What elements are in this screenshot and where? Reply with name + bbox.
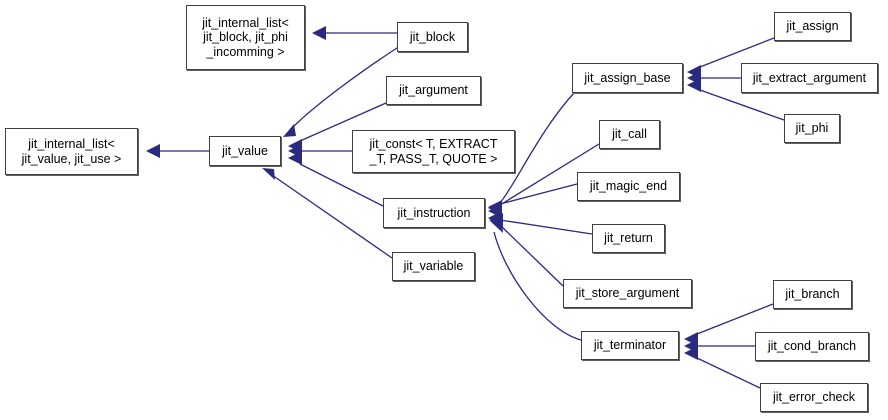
class-node-jit_branch[interactable]: jit_branch [773, 280, 852, 309]
edge-jit_error_check-to-jit_terminator [696, 357, 761, 389]
class-node-jit_argument[interactable]: jit_argument [386, 76, 481, 105]
class-node-label: jit_instruction [397, 205, 471, 220]
class-node-label: jit_cond_branch [767, 339, 857, 354]
class-node-jit_value[interactable]: jit_value [209, 136, 281, 166]
arrowhead-jit_instruction [490, 221, 503, 233]
edge-jit_store_argument-to-jit_instruction [499, 224, 564, 287]
edge-jit_phi-to-jit_assign_base [699, 89, 785, 121]
class-node-label: jit_const< T, EXTRACT _T, PASS_T, QUOTE … [369, 137, 498, 166]
arrowhead-jit_value [262, 168, 275, 180]
class-node-jit_variable[interactable]: jit_variable [392, 252, 475, 281]
class-node-label: jit_argument [399, 83, 468, 98]
class-node-jit_store_argument[interactable]: jit_store_argument [563, 279, 692, 308]
edge-jit_instruction-to-jit_value [299, 163, 384, 207]
class-node-jit_instruction[interactable]: jit_instruction [383, 198, 485, 228]
edge-jit_block-to-jit_value [291, 45, 401, 129]
edge-jit_assign-to-jit_assign_base [699, 37, 775, 68]
arrowhead-jit_assign_base [687, 78, 701, 92]
class-node-jit_return[interactable]: jit_return [592, 224, 665, 253]
class-node-label: jit_block [409, 29, 456, 44]
edge-jit_assign_base-to-jit_instruction [499, 92, 575, 204]
class-node-label: jit_store_argument [575, 286, 680, 301]
class-node-label: jit_magic_end [589, 179, 668, 194]
class-node-label: jit_value [222, 143, 268, 158]
class-node-jit_assign_base[interactable]: jit_assign_base [572, 63, 683, 93]
arrowhead-jit_internal_list_value_use [146, 144, 160, 158]
arrowhead-jit_value [288, 151, 302, 165]
class-node-label: jit_terminator [593, 338, 667, 353]
arrowhead-jit_terminator [684, 346, 698, 360]
class-node-jit_error_check[interactable]: jit_error_check [760, 383, 868, 412]
class-node-jit_block[interactable]: jit_block [397, 22, 468, 52]
class-node-label: jit_call [612, 127, 647, 142]
class-node-label: jit_extract_argument [752, 70, 867, 85]
class-node-jit_const[interactable]: jit_const< T, EXTRACT _T, PASS_T, QUOTE … [352, 130, 515, 173]
class-node-label: jit_assign [786, 19, 839, 34]
class-node-jit_terminator[interactable]: jit_terminator [581, 331, 679, 360]
class-node-label: jit_phi [795, 121, 829, 136]
class-node-label: jit_error_check [773, 390, 855, 405]
edge-jit_magic_end-to-jit_instruction [499, 183, 578, 205]
class-node-jit_internal_list_value_use[interactable]: jit_internal_list< jit_value, jit_use > [5, 128, 138, 175]
class-node-label: jit_internal_list< jit_block, jit_phi _i… [202, 15, 289, 59]
class-node-jit_call[interactable]: jit_call [599, 120, 660, 149]
arrowhead-jit_internal_list_block_phi [312, 26, 326, 40]
edge-jit_argument-to-jit_value [299, 102, 387, 142]
edge-jit_branch-to-jit_terminator [696, 303, 774, 335]
edge-jit_call-to-jit_instruction [499, 143, 600, 206]
arrowhead-jit_instruction [488, 200, 502, 214]
class-node-label: jit_variable [403, 259, 464, 274]
arrowhead-jit_value [283, 124, 296, 137]
class-node-jit_assign[interactable]: jit_assign [774, 12, 851, 41]
class-node-jit_cond_branch[interactable]: jit_cond_branch [755, 332, 869, 361]
class-node-jit_phi[interactable]: jit_phi [784, 114, 840, 143]
edge-jit_return-to-jit_instruction [499, 219, 593, 235]
class-node-jit_extract_argument[interactable]: jit_extract_argument [741, 63, 878, 93]
class-node-label: jit_branch [785, 287, 840, 302]
class-node-label: jit_internal_list< jit_value, jit_use > [21, 137, 122, 166]
class-node-jit_magic_end[interactable]: jit_magic_end [577, 172, 680, 201]
edge-jit_variable-to-jit_value [271, 174, 393, 259]
class-node-label: jit_return [604, 231, 653, 246]
edge-jit_terminator-to-jit_instruction [493, 231, 582, 341]
class-node-jit_internal_list_block_phi[interactable]: jit_internal_list< jit_block, jit_phi _i… [186, 5, 305, 70]
class-node-label: jit_assign_base [584, 70, 671, 85]
